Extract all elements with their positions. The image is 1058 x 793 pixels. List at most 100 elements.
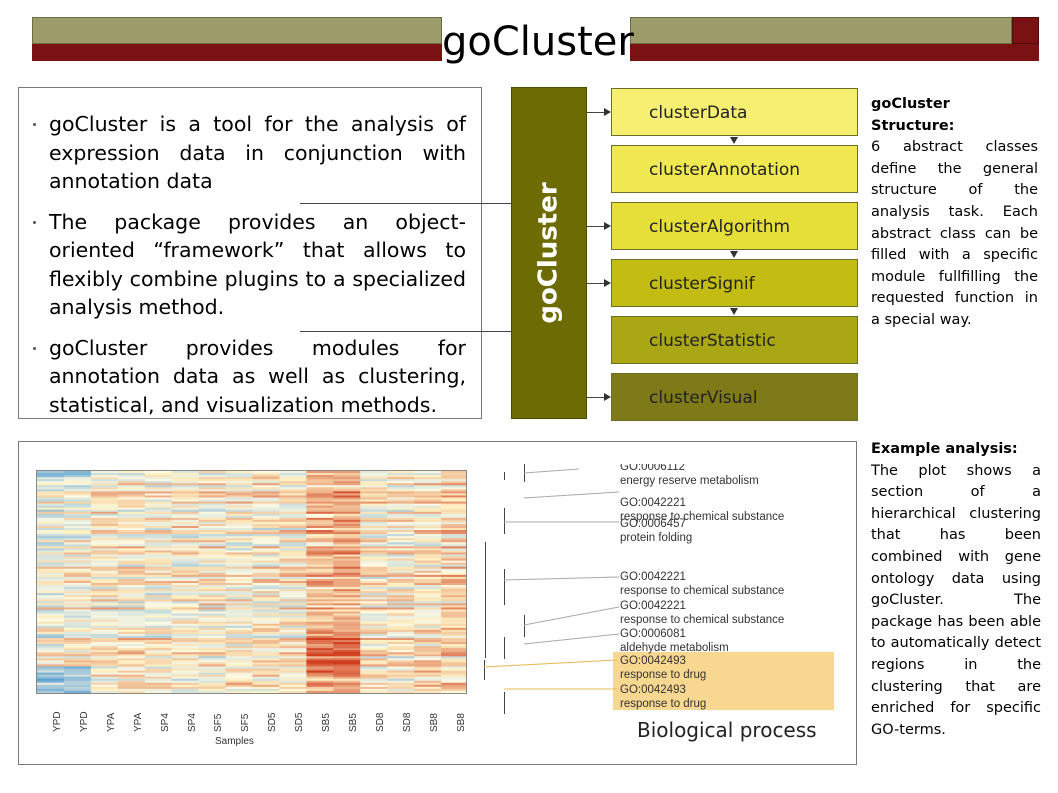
heatmap-cell: [360, 605, 388, 608]
heatmap-cell: [387, 566, 415, 570]
heatmap-cell: [306, 627, 334, 631]
heatmap-cell: [333, 507, 361, 511]
heatmap-cell: [441, 668, 466, 672]
heatmap-cell: [225, 580, 253, 584]
go-term-id: GO:0042493: [620, 684, 686, 696]
heatmap-cell: [144, 517, 173, 521]
heatmap-cell: [37, 499, 65, 503]
heatmap-cell: [360, 635, 388, 639]
heatmap-cell: [333, 572, 361, 576]
heatmap-cell: [63, 587, 92, 590]
heatmap-cell: [252, 684, 280, 688]
heatmap-cell: [144, 623, 173, 627]
heatmap-cell: [360, 619, 388, 623]
heatmap-cell: [225, 566, 253, 570]
heatmap-cell: [198, 668, 227, 672]
heatmap-cell: [279, 635, 307, 639]
heatmap-cell: [441, 568, 466, 572]
heatmap-cell: [252, 623, 280, 627]
heatmap-cell: [198, 690, 227, 693]
heatmap-cell: [225, 574, 253, 578]
go-term-id: GO:0042221: [620, 571, 686, 583]
heatmap-cell: [441, 644, 466, 647]
heatmap-cell: [279, 615, 307, 619]
heatmap-cell: [441, 633, 466, 637]
heatmap-cell: [279, 601, 307, 604]
heatmap-cell: [37, 495, 65, 498]
heatmap-cell: [117, 554, 146, 558]
heatmap-cell: [63, 528, 92, 531]
heatmap-cell: [117, 481, 146, 484]
heatmap-cell: [441, 558, 466, 562]
heatmap-cell: [252, 678, 280, 682]
heatmap-cell: [117, 646, 146, 649]
heatmap-cell: [90, 517, 119, 521]
heatmap-cell: [63, 580, 92, 584]
heatmap-cell: [63, 599, 92, 602]
heatmap-cell: [360, 556, 388, 560]
heatmap-cell: [225, 497, 253, 501]
heatmap-cell: [171, 538, 200, 541]
heatmap-cell: [279, 668, 307, 672]
class-box-clusteralgorithm: clusterAlgorithm: [611, 202, 858, 250]
heatmap-cell: [414, 507, 442, 511]
heatmap-cell: [387, 654, 415, 657]
structure-note: goCluster Structure: 6 abstract classes …: [871, 94, 1038, 332]
heatmap-cell: [333, 499, 361, 503]
heatmap-cell: [117, 625, 146, 629]
heatmap-cell: [171, 686, 200, 690]
heatmap-cell: [225, 607, 253, 610]
heatmap-cell: [37, 597, 65, 600]
heatmap-cell: [63, 635, 92, 639]
heatmap-cell: [37, 532, 65, 535]
heatmap-cell: [171, 580, 200, 584]
heatmap-cell: [333, 642, 361, 645]
title-bar-right-bottom: [630, 44, 1012, 61]
arrow-down-icon: [730, 308, 738, 315]
heatmap-cell: [117, 495, 146, 498]
heatmap-cell: [441, 538, 466, 541]
heatmap-cell: [117, 556, 146, 560]
heatmap-cell: [441, 491, 466, 494]
heatmap-cell: [441, 613, 466, 617]
heatmap-cell: [306, 593, 334, 596]
heatmap-cell: [387, 607, 415, 610]
dendrogram-line: [504, 569, 505, 605]
heatmap-cell: [144, 485, 173, 488]
heatmap-cell: [387, 644, 415, 647]
heatmap-cell: [171, 595, 200, 598]
heatmap-cell: [387, 682, 415, 686]
heatmap-cell: [37, 623, 65, 627]
heatmap-cell: [37, 562, 65, 566]
heatmap-cell: [360, 601, 388, 604]
heatmap-cell: [306, 548, 334, 551]
heatmap-cell: [441, 589, 466, 592]
heatmap-cell: [360, 511, 388, 515]
heatmap-cell: [144, 599, 173, 602]
dendrogram-line: [504, 637, 505, 659]
heatmap-cell: [360, 521, 388, 525]
heatmap-cell: [360, 491, 388, 494]
heatmap-cell: [414, 605, 442, 608]
heatmap-cell: [37, 599, 65, 602]
heatmap-cell: [387, 481, 415, 484]
heatmap-cell: [360, 672, 388, 676]
heatmap-cell: [225, 597, 253, 600]
heatmap-cell: [279, 483, 307, 486]
heatmap-cell: [441, 501, 466, 505]
heatmap-cell: [144, 483, 173, 486]
heatmap-cell: [306, 625, 334, 629]
heatmap-cell: [117, 489, 146, 492]
heatmap-cell: [90, 503, 119, 507]
heatmap-cell: [306, 477, 334, 480]
heatmap-cell: [387, 505, 415, 509]
leader-line: [523, 633, 620, 645]
heatmap-cell: [90, 495, 119, 498]
heatmap-cell: [37, 656, 65, 659]
heatmap-cell: [225, 483, 253, 486]
class-label: clusterStatistic: [649, 331, 776, 351]
heatmap-cell: [144, 646, 173, 649]
heatmap-cell: [387, 523, 415, 527]
heatmap-cell: [225, 554, 253, 558]
heatmap-cell: [198, 692, 227, 693]
